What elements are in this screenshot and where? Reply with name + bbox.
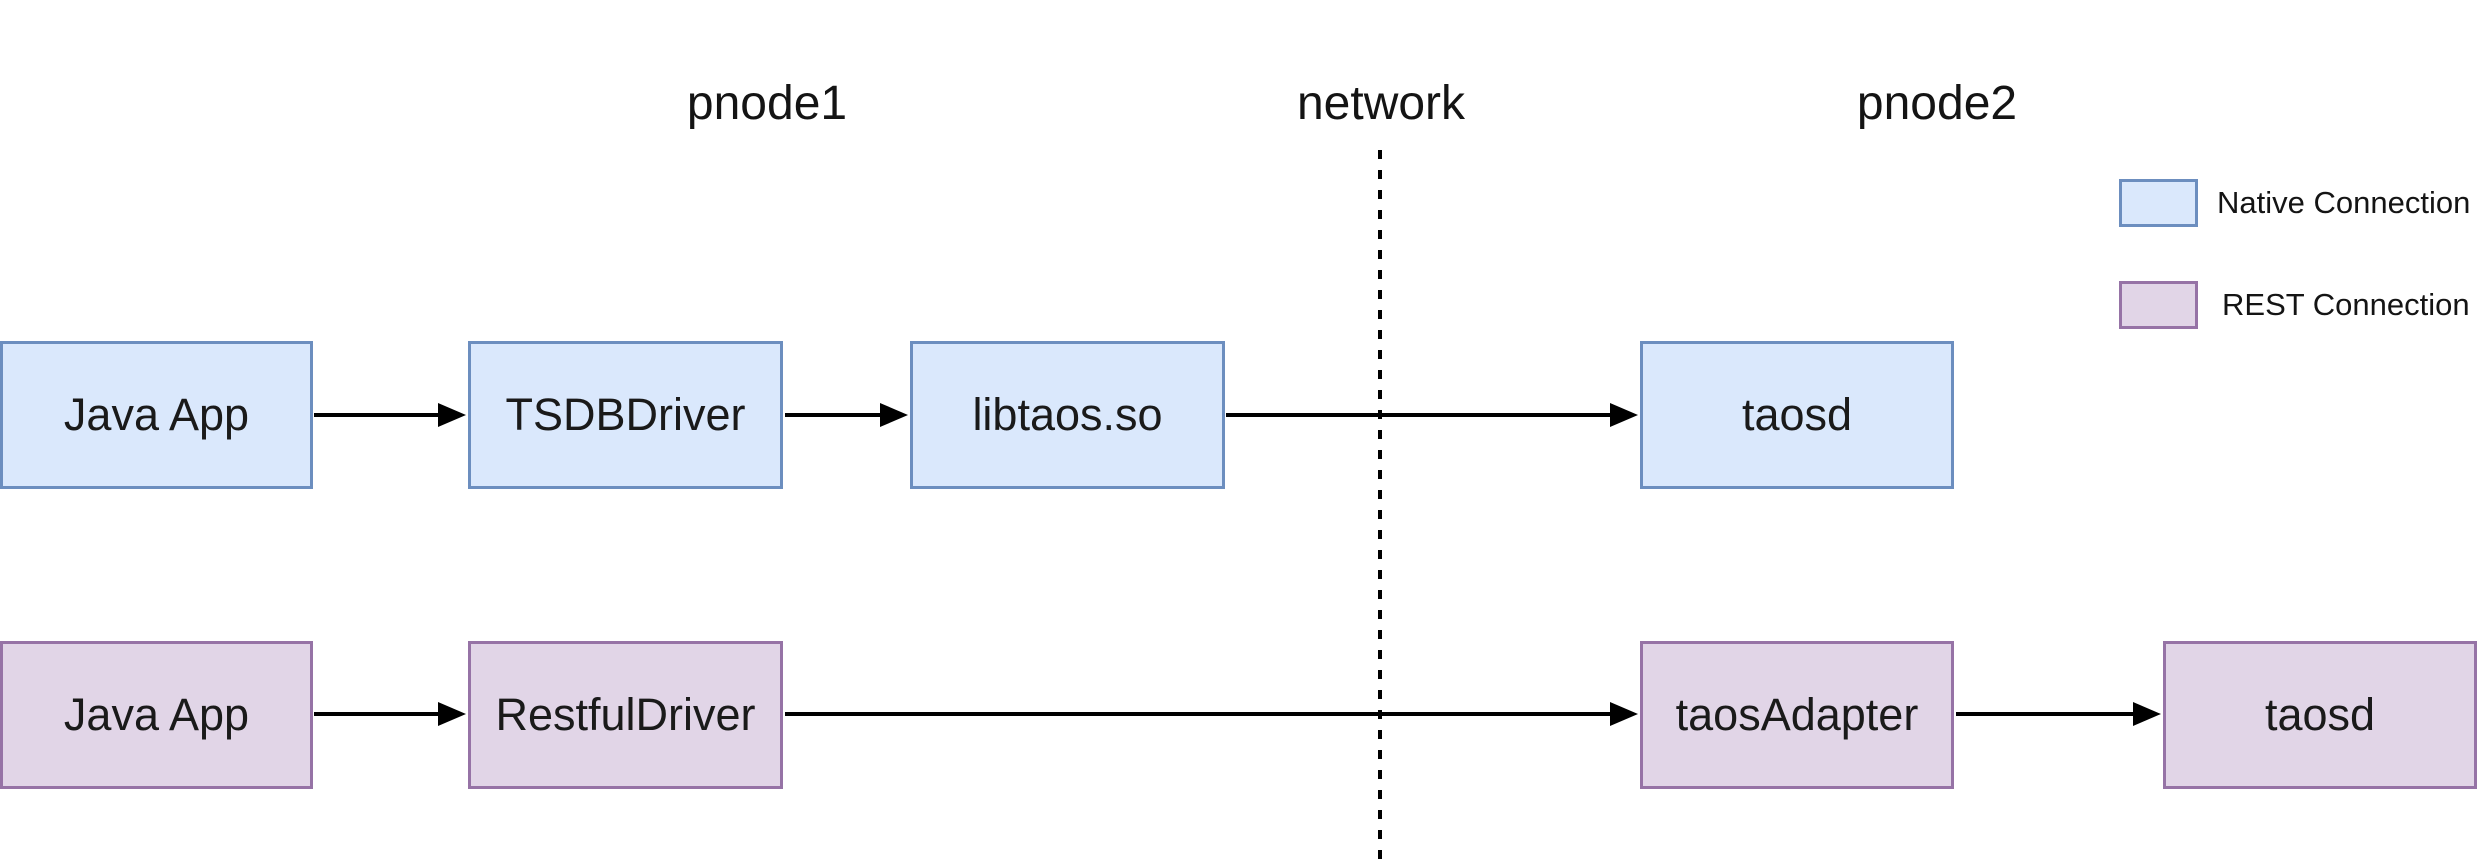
node-libtaos-so: libtaos.so: [910, 341, 1225, 489]
arrow-libtaos-to-taosd: [1226, 403, 1638, 427]
zone-label-pnode2: pnode2: [1856, 77, 2018, 130]
node-label: taosd: [1741, 389, 1853, 440]
node-label: taosd: [2264, 689, 2376, 740]
zone-label-pnode1: pnode1: [686, 77, 848, 130]
node-taosd-native: taosd: [1640, 341, 1954, 489]
legend-swatch-rest-connection: [2119, 281, 2198, 329]
node-taosd-rest: taosd: [2163, 641, 2477, 789]
node-label: Java App: [63, 389, 250, 440]
node-taosadapter: taosAdapter: [1640, 641, 1954, 789]
arrow-javaapp-to-restfuldriver: [314, 702, 466, 726]
node-java-app-native: Java App: [0, 341, 313, 489]
node-label: Java App: [63, 689, 250, 740]
node-label: RestfulDriver: [495, 689, 756, 740]
node-label: libtaos.so: [972, 389, 1163, 440]
legend-label-rest-connection: REST Connection: [2222, 287, 2470, 322]
zone-label-network: network: [1296, 77, 1466, 130]
legend-swatch-native-connection: [2119, 179, 2198, 227]
node-java-app-rest: Java App: [0, 641, 313, 789]
node-restfuldriver: RestfulDriver: [468, 641, 783, 789]
arrow-javaapp-to-tsdbdriver: [314, 403, 466, 427]
arrow-tsdbdriver-to-libtaos: [785, 403, 908, 427]
node-tsdbdriver: TSDBDriver: [468, 341, 783, 489]
arrow-restfuldriver-to-taosadapter: [785, 702, 1638, 726]
legend-label-native-connection: Native Connection: [2217, 185, 2471, 220]
arrow-taosadapter-to-taosd: [1956, 702, 2161, 726]
node-label: TSDBDriver: [505, 389, 746, 440]
node-label: taosAdapter: [1675, 689, 1919, 740]
